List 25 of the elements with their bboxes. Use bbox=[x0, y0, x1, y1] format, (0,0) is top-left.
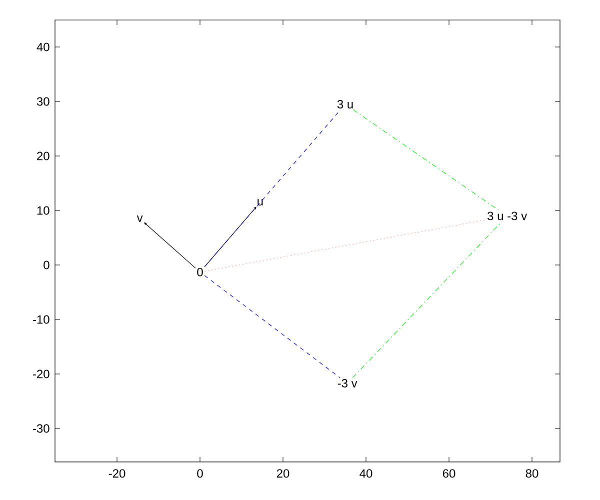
point-label: 3 u bbox=[337, 100, 353, 108]
connecting-line bbox=[204, 275, 340, 378]
tick-label: 20 bbox=[37, 152, 50, 160]
point-label: v bbox=[136, 216, 143, 222]
connecting-line bbox=[352, 109, 500, 211]
point-label: 3 u -3 v bbox=[488, 212, 528, 220]
tick-label: -20 bbox=[108, 469, 126, 478]
tick-label: 40 bbox=[36, 42, 50, 52]
point-label: u bbox=[258, 199, 263, 206]
connecting-line bbox=[204, 109, 341, 268]
tick-label: -30 bbox=[33, 424, 50, 433]
connecting-line bbox=[352, 221, 502, 378]
tick-label: 60 bbox=[442, 469, 456, 478]
tick-label: 0 bbox=[44, 260, 50, 270]
point-label: -3 v bbox=[338, 379, 358, 388]
tick-label: 20 bbox=[276, 469, 290, 478]
point-label: 0 bbox=[197, 268, 203, 276]
tick-label: 0 bbox=[197, 469, 203, 478]
tick-label: 10 bbox=[37, 206, 50, 215]
tick-label: 80 bbox=[526, 469, 538, 478]
tick-label: 30 bbox=[36, 97, 50, 106]
tick-label: -20 bbox=[33, 370, 50, 378]
tick-label: 40 bbox=[360, 469, 372, 478]
connecting-line bbox=[204, 220, 486, 272]
tick-label: -10 bbox=[33, 315, 50, 324]
